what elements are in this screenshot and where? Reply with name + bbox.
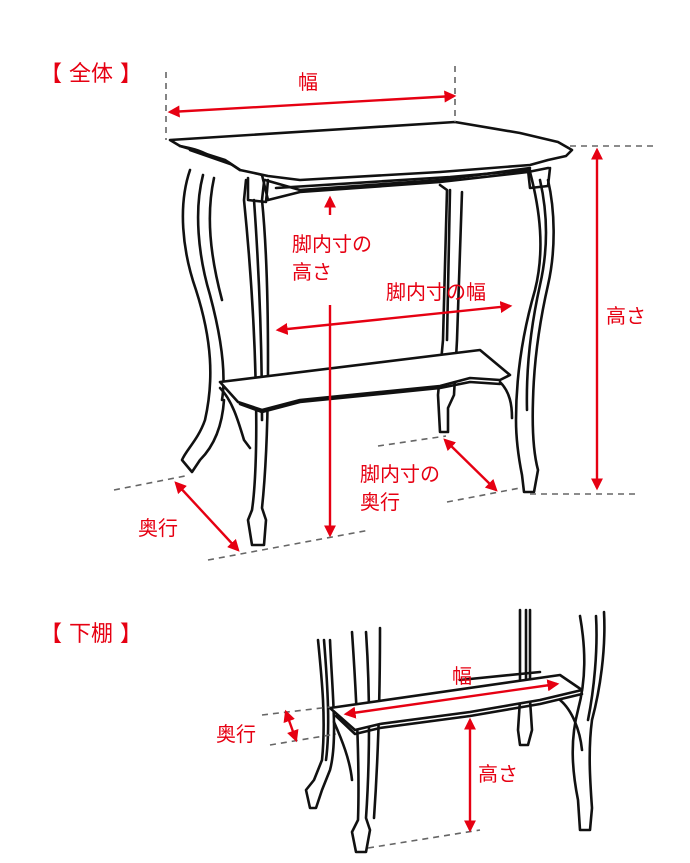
- guide-lines-shelf: [261, 706, 481, 849]
- width-arrow: [167, 90, 457, 118]
- guide-lines-overall: [113, 66, 655, 561]
- label-depth: 奥行: [138, 516, 178, 540]
- label-inner-leg-depth-2: 奥行: [360, 490, 400, 514]
- label-inner-leg-depth-1: 脚内寸の: [360, 462, 440, 486]
- table-drawing-overall: [168, 120, 574, 547]
- label-height: 高さ: [606, 304, 646, 328]
- label-inner-leg-height-1: 脚内寸の: [292, 232, 372, 256]
- depth-arrow: [174, 481, 240, 552]
- inner-depth-arrow: [443, 438, 498, 492]
- label-width: 幅: [298, 70, 318, 94]
- dimension-arrows-shelf: [283, 679, 560, 833]
- label-inner-leg-height-2: 高さ: [292, 260, 332, 284]
- inner-width-arrow: [275, 301, 513, 335]
- shelf-depth-arrow: [283, 709, 299, 743]
- section-title-overall: 【 全体 】: [40, 62, 142, 87]
- label-shelf-depth: 奥行: [216, 722, 256, 746]
- label-shelf-height: 高さ: [478, 762, 518, 786]
- section-title-lower-shelf: 【 下棚 】: [40, 622, 142, 647]
- table-drawing-shelf: [304, 608, 606, 854]
- label-shelf-width: 幅: [452, 664, 472, 688]
- shelf-width-arrow: [343, 679, 560, 719]
- dimension-arrows-overall: [167, 90, 603, 552]
- label-inner-leg-width: 脚内寸の幅: [386, 280, 486, 304]
